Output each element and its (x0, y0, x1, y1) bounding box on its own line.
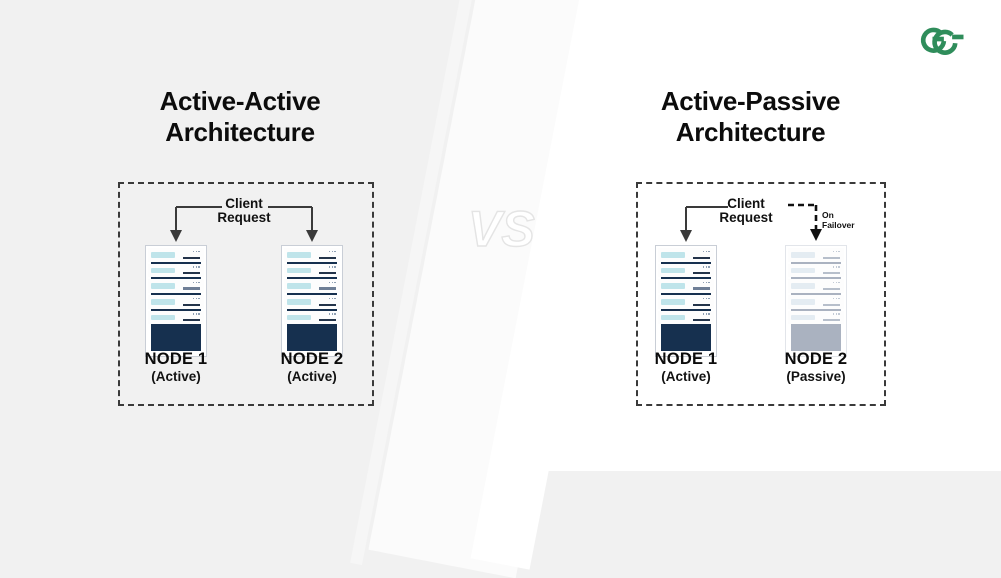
panel-active-passive: Active-Passive Architecture Client Reque… (500, 0, 1001, 471)
panel-title-active-active: Active-Active Architecture (0, 86, 480, 147)
rack-unit-list (788, 248, 844, 325)
server-rack-node1-left (145, 245, 207, 357)
rack-unit (788, 248, 844, 262)
node-name: NODE 2 (784, 350, 848, 368)
rack-unit (658, 248, 714, 262)
node-state: (Active) (151, 369, 201, 385)
rack-unit (658, 263, 714, 278)
node-state: (Active) (661, 369, 711, 385)
rack-unit (148, 295, 204, 309)
server-rack-node2-left (281, 245, 343, 357)
server-rack-node1-right (655, 245, 717, 357)
rack-unit (788, 279, 844, 293)
node-caption-node2-left: NODE 2 (Active) (252, 350, 372, 386)
node-name: NODE 1 (654, 350, 718, 368)
rack-unit-list (658, 248, 714, 325)
node-caption-node2-right: NODE 2 (Passive) (756, 350, 876, 386)
panel-title-line1: Active-Passive (660, 86, 841, 116)
rack-unit-list (148, 248, 204, 325)
node-name: NODE 1 (144, 350, 208, 368)
client-request-line2: Request (217, 209, 271, 225)
geeksforgeeks-logo (917, 16, 979, 60)
rack-unit (658, 310, 714, 325)
client-request-label-right: Client Request (696, 197, 796, 225)
rack-unit (148, 279, 204, 293)
panel-title-line2: Architecture (165, 116, 315, 147)
node-caption-node1-left: NODE 1 (Active) (116, 350, 236, 386)
node-name: NODE 2 (280, 350, 344, 368)
node-state: (Passive) (786, 369, 846, 385)
server-rack-node2-right (785, 245, 847, 357)
client-request-label-left: Client Request (194, 197, 294, 225)
rack-unit (284, 295, 340, 309)
panel-title-active-passive: Active-Passive Architecture (500, 86, 1001, 147)
rack-unit (788, 295, 844, 309)
rack-unit (148, 248, 204, 262)
rack-unit (658, 295, 714, 309)
versus-watermark: VS (466, 192, 538, 262)
client-request-line2: Request (719, 209, 773, 225)
rack-unit (284, 310, 340, 325)
panel-active-active: Active-Active Architecture Client Reques… (0, 0, 480, 471)
rack-unit (284, 263, 340, 278)
rack-unit (788, 310, 844, 325)
diagram-boundary-active-active (118, 182, 374, 406)
rack-unit-list (284, 248, 340, 325)
rack-unit (658, 279, 714, 293)
on-failover-line1: On (822, 210, 834, 220)
diagram-boundary-active-passive (636, 182, 886, 406)
node-caption-node1-right: NODE 1 (Active) (626, 350, 746, 386)
on-failover-line2: Failover (822, 219, 855, 230)
client-request-line1: Client (225, 196, 263, 211)
versus-watermark-text: VS (468, 201, 535, 257)
rack-unit (284, 279, 340, 293)
client-request-line1: Client (727, 196, 765, 211)
panel-title-line2: Architecture (675, 116, 826, 147)
rack-unit (284, 248, 340, 262)
on-failover-label: On Failover (822, 210, 855, 230)
panel-title-line1: Active-Active (159, 86, 321, 116)
rack-unit (148, 263, 204, 278)
rack-unit (788, 263, 844, 278)
node-state: (Active) (287, 369, 337, 385)
rack-unit (148, 310, 204, 325)
